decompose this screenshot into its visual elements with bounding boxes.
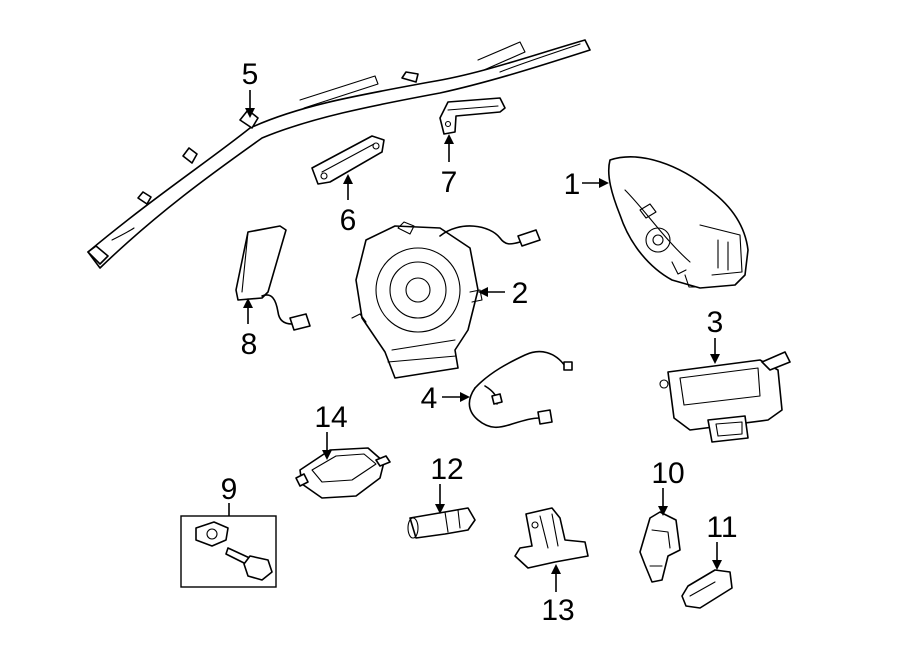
callout-7: 7 (441, 166, 458, 199)
callout-1: 1 (564, 168, 581, 201)
sensor-module-part-14 (295, 447, 391, 499)
callout-10: 10 (651, 457, 684, 490)
wire-harness-part (468, 350, 573, 429)
callout-leaders (228, 90, 722, 592)
bracket-part-13 (514, 507, 589, 569)
callout-9: 9 (221, 473, 238, 506)
impact-sensor-part-12 (407, 507, 476, 539)
callout-11: 11 (706, 511, 737, 544)
passenger-airbag-part (659, 351, 791, 443)
sensor-part-10 (639, 511, 681, 583)
clock-spring-part (351, 221, 541, 379)
callout-12: 12 (430, 453, 463, 486)
bracket-part-7 (439, 97, 506, 135)
callout-8: 8 (241, 328, 258, 361)
hardware-kit-part-9 (180, 515, 277, 588)
callout-4: 4 (421, 382, 438, 415)
callout-6: 6 (340, 204, 357, 237)
callout-labels: 1 2 3 4 5 6 7 8 9 10 11 12 13 14 (221, 58, 738, 627)
seat-airbag-part (235, 225, 311, 331)
callout-14: 14 (314, 401, 347, 434)
curtain-airbag-part (87, 39, 591, 269)
driver-airbag-module-part (607, 156, 749, 289)
callout-2: 2 (512, 277, 529, 310)
bracket-part-6 (311, 135, 385, 185)
connector-part-11 (681, 569, 733, 609)
callout-3: 3 (707, 306, 724, 339)
callout-5: 5 (242, 58, 259, 91)
callout-13: 13 (541, 594, 574, 627)
